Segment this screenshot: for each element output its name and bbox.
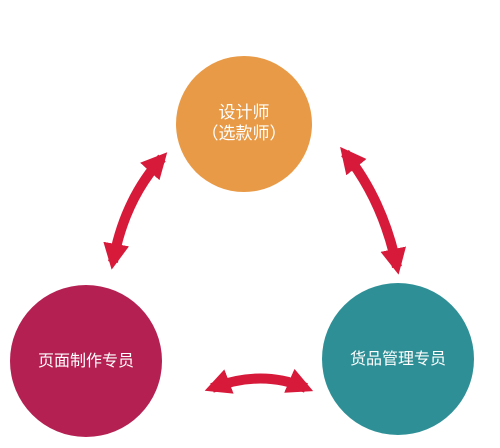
node-designer: 设计师 （选款师） — [176, 56, 312, 192]
node-goods-management-title: 货品管理专员 — [349, 349, 446, 368]
node-page-production: 页面制作专员 — [10, 285, 162, 437]
arrow-designer-page-production — [103, 152, 168, 270]
node-page-production-title: 页面制作专员 — [37, 351, 134, 370]
node-goods-management: 货品管理专员 — [322, 283, 474, 435]
node-designer-subtitle: （选款师） — [201, 124, 287, 144]
node-designer-title: 设计师 — [218, 102, 270, 123]
arrow-designer-goods-management — [340, 146, 406, 275]
arrow-page-production-goods-management — [204, 368, 314, 394]
